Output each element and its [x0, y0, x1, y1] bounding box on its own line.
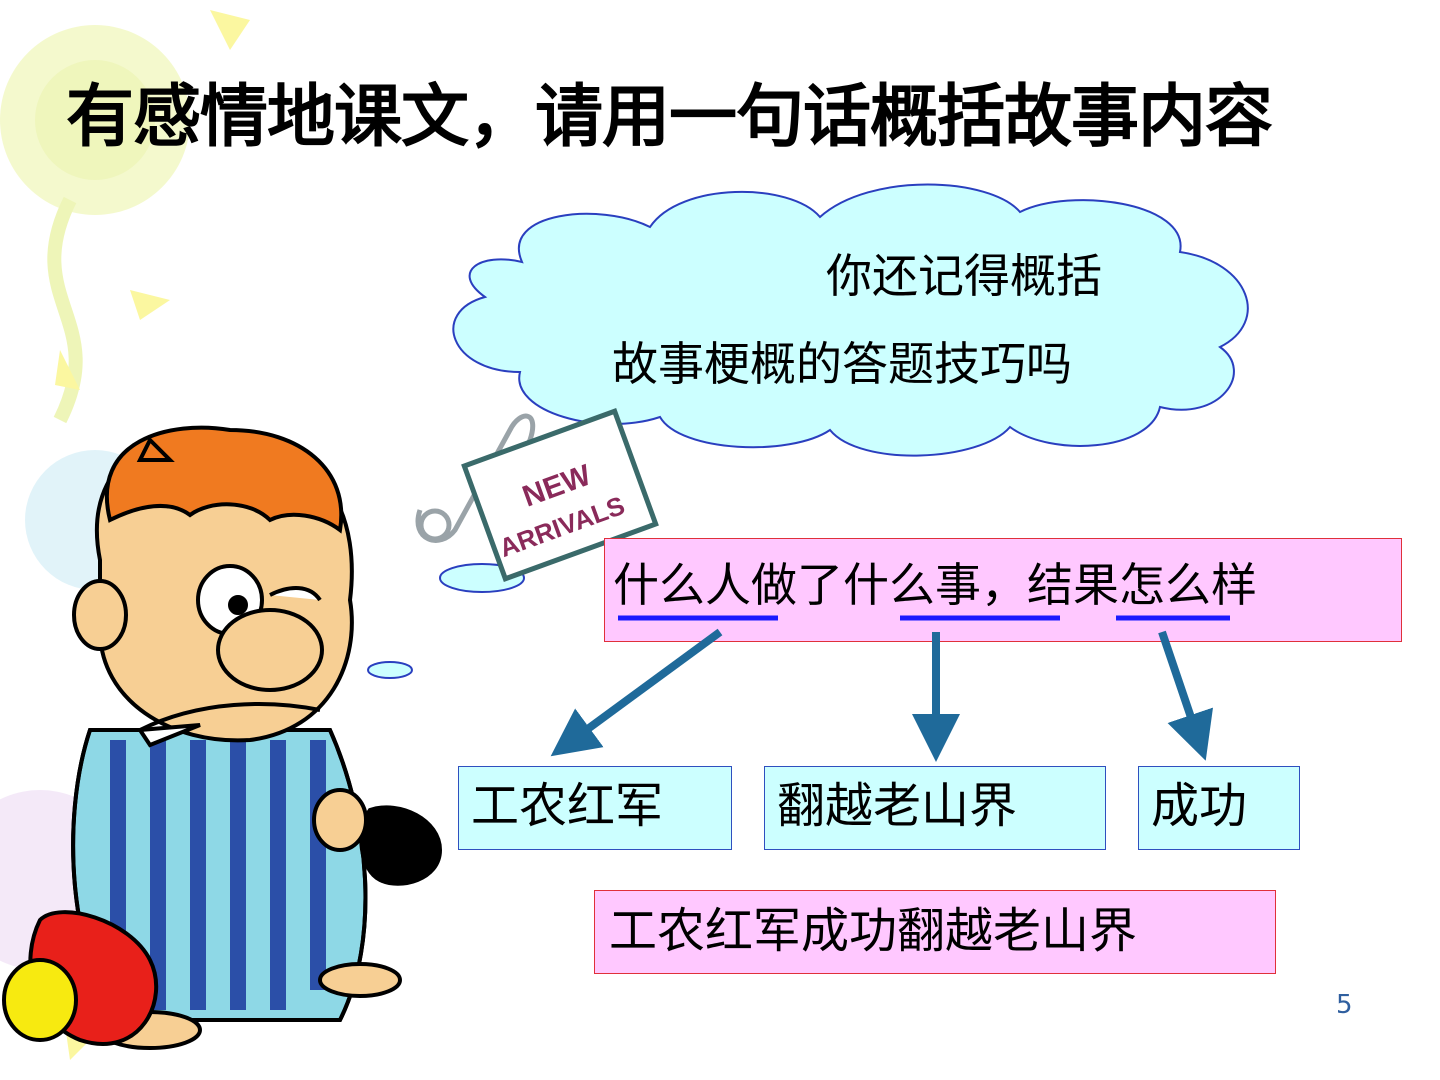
formula-part-what: 什么事 — [843, 558, 981, 612]
crying-boy-icon — [2, 425, 443, 1050]
answer-box-who: 工农红军 — [458, 766, 732, 850]
formula-part-who: 什么人 — [613, 558, 751, 612]
formula-part-did: 做了 — [751, 558, 843, 612]
formula-part-comma: ， — [981, 558, 1027, 612]
answer-box-result: 成功 — [1138, 766, 1300, 850]
cloud-text-line-1: 你还记得概括 — [826, 249, 1102, 303]
cloud-text-line-2: 故事梗概的答题技巧吗 — [612, 337, 1072, 391]
summary-box: 工农红军成功翻越老山界 — [594, 890, 1276, 974]
formula-box: 什么人做了什么事，结果怎么样 — [604, 538, 1402, 642]
formula-part-result: 结果 — [1027, 558, 1119, 612]
formula-part-how: 怎么样 — [1119, 558, 1257, 612]
answer-box-what: 翻越老山界 — [764, 766, 1106, 850]
slide-title: 有感情地课文，请用一句话概括故事内容 — [66, 78, 1273, 157]
page-number: 5 — [1336, 990, 1353, 1020]
